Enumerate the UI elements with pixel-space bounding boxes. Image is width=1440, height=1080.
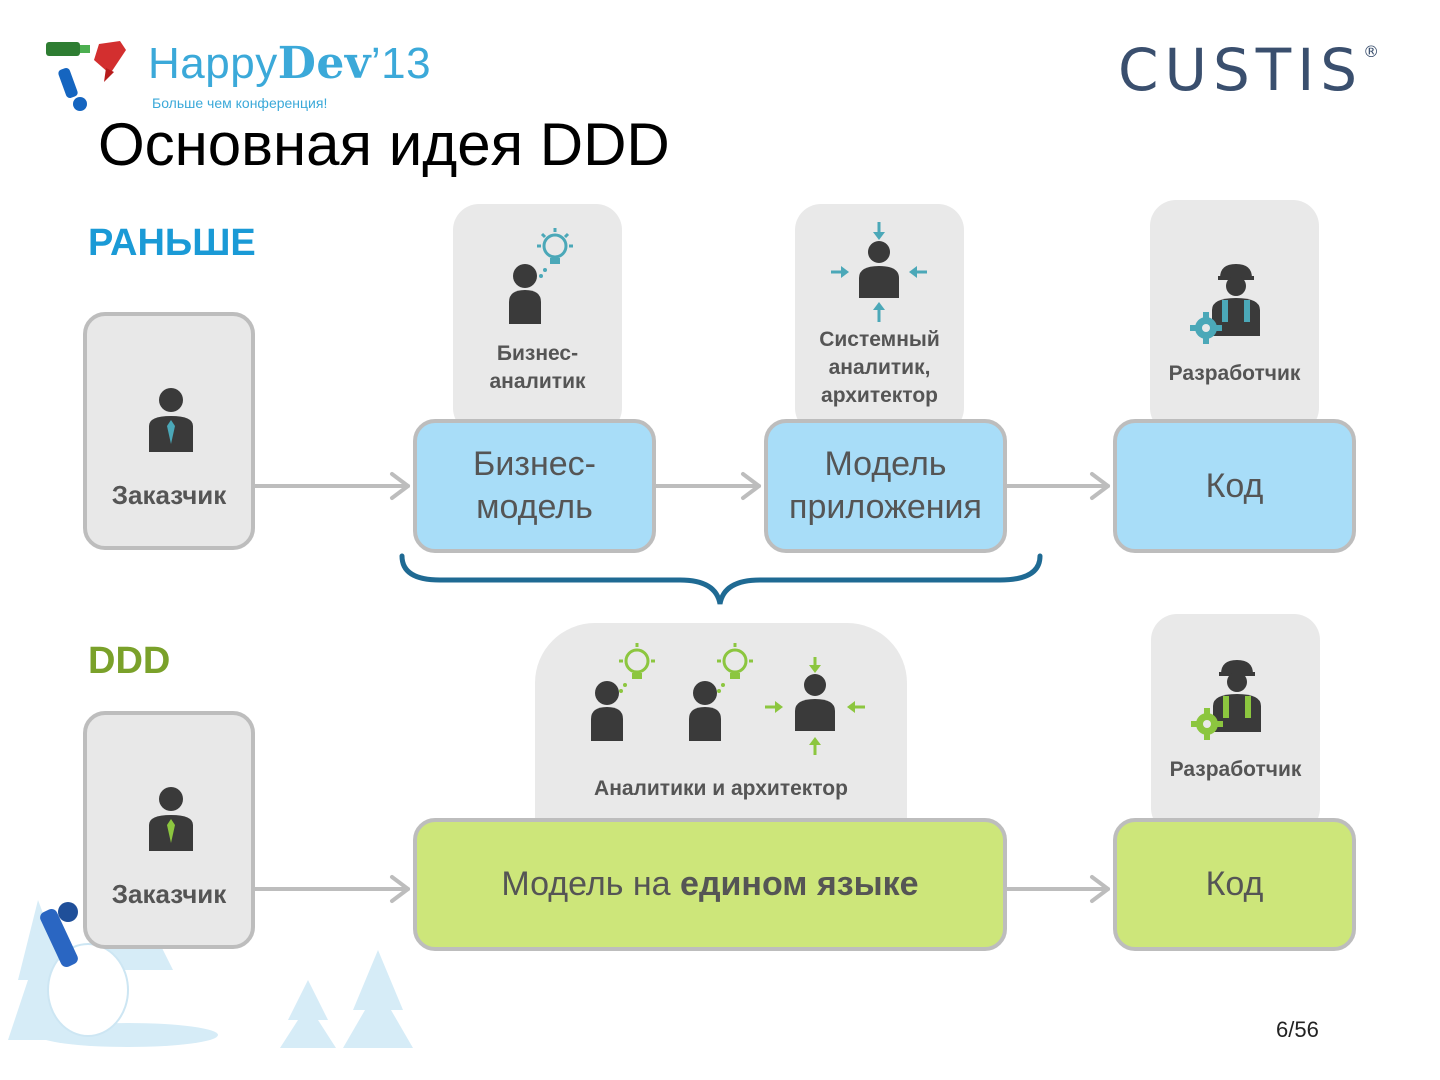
slide-title: Основная идея DDD [98,111,670,178]
code-label-before: Код [1205,466,1264,505]
curly-brace [399,553,1043,605]
customer-box-before: Заказчик [83,312,255,550]
arrow-application-model-to-code [1005,472,1110,500]
role-card-developer-ddd: Разработчик [1151,614,1320,834]
business-model-label: Бизнес- модель [473,445,596,526]
section-heading-ddd: DDD [88,640,171,682]
developer-gear-icon [1190,264,1260,344]
role-card-system-analyst: Системный аналитик, архитектор [795,204,964,434]
code-box-ddd: Код [1113,818,1356,951]
customer-label-before: Заказчик [111,480,227,510]
logo-year-text: ’13 [370,39,432,88]
logo-tagline: Больше чем конференция! [152,95,328,111]
happydev-logo: HappyDev’13 [148,38,431,89]
role-card-developer-before: Разработчик [1150,200,1319,434]
section-heading-before: РАНЬШЕ [88,222,256,264]
code-box-before: Код [1113,419,1356,553]
unified-model-label: Модель на едином языке [501,865,918,904]
arrow-customer-to-unified-model [253,875,410,903]
page-number: 6/56 [1276,1017,1319,1042]
unified-model-bold: едином языке [680,865,919,903]
role-label-developer-ddd: Разработчик [1169,758,1302,781]
role-card-business-analyst: Бизнес- аналитик [453,204,622,434]
person-arrows-icon [831,222,927,322]
role-label-business-analyst: Бизнес- аналитик [489,342,586,393]
business-model-box: Бизнес- модель [413,419,656,553]
person-lightbulb-icon [509,228,573,324]
role-card-analysts-architect: Аналитики и архитектор [535,623,907,833]
custis-logo: CUSTIS® [1118,36,1379,104]
logo-dev-text: Dev [277,38,371,89]
registered-mark: ® [1363,42,1380,61]
happydev-logo-icon [46,41,126,111]
unified-language-model-box: Модель на едином языке [413,818,1007,951]
application-model-box: Модель приложения [764,419,1007,553]
analysts-group-icon [591,643,865,755]
role-label-system-analyst: Системный аналитик, архитектор [819,328,940,407]
customer-person-icon [149,388,193,452]
customer-box-ddd: Заказчик [83,711,255,949]
application-model-label: Модель приложения [789,445,982,526]
customer-label-ddd: Заказчик [111,879,227,909]
arrow-business-to-application-model [654,472,761,500]
code-label-ddd: Код [1205,865,1264,903]
custis-logo-text: CUSTIS [1118,36,1364,104]
developer-gear-icon [1191,660,1261,740]
role-label-developer-before: Разработчик [1168,362,1301,385]
unified-model-prefix: Модель на [501,865,681,903]
arrow-customer-to-business-model [253,472,410,500]
customer-person-icon [149,787,193,851]
logo-happy-text: Happy [148,39,278,88]
arrow-unified-model-to-code [1005,875,1110,903]
role-label-analysts-architect: Аналитики и архитектор [594,777,848,800]
